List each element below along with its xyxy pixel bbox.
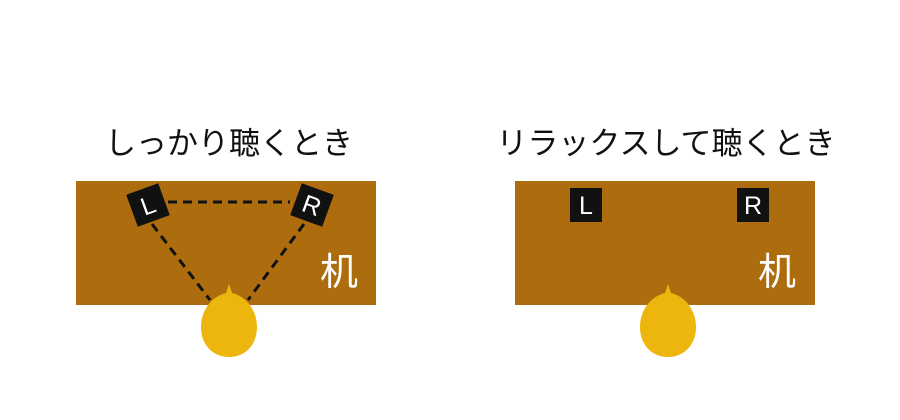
speaker-box xyxy=(290,183,334,227)
speaker-box xyxy=(737,188,769,222)
panel-focused-listening: しっかり聴くとき 机 L R xyxy=(76,126,376,357)
left-speaker: L xyxy=(570,188,602,222)
right-speaker: R xyxy=(290,183,334,227)
right-speaker-to-listener-line xyxy=(246,223,306,301)
desk-label: 机 xyxy=(320,250,358,294)
desk-label: 机 xyxy=(758,250,796,294)
listening-triangle xyxy=(150,200,306,301)
speaker-box xyxy=(570,188,602,222)
panel-relaxed-listening: リラックスして聴くとき 机 L R xyxy=(496,126,836,357)
listener-head xyxy=(640,284,696,357)
panel-title: しっかり聴くとき xyxy=(105,126,353,162)
left-speaker-label: L xyxy=(579,192,593,220)
left-speaker-to-listener-line xyxy=(150,223,212,301)
speaker-box xyxy=(126,183,170,227)
listener-head xyxy=(201,284,257,357)
right-speaker: R xyxy=(737,188,769,222)
left-speaker: L xyxy=(126,183,170,227)
right-speaker-label: R xyxy=(744,192,762,220)
panel-title: リラックスして聴くとき xyxy=(496,126,835,162)
